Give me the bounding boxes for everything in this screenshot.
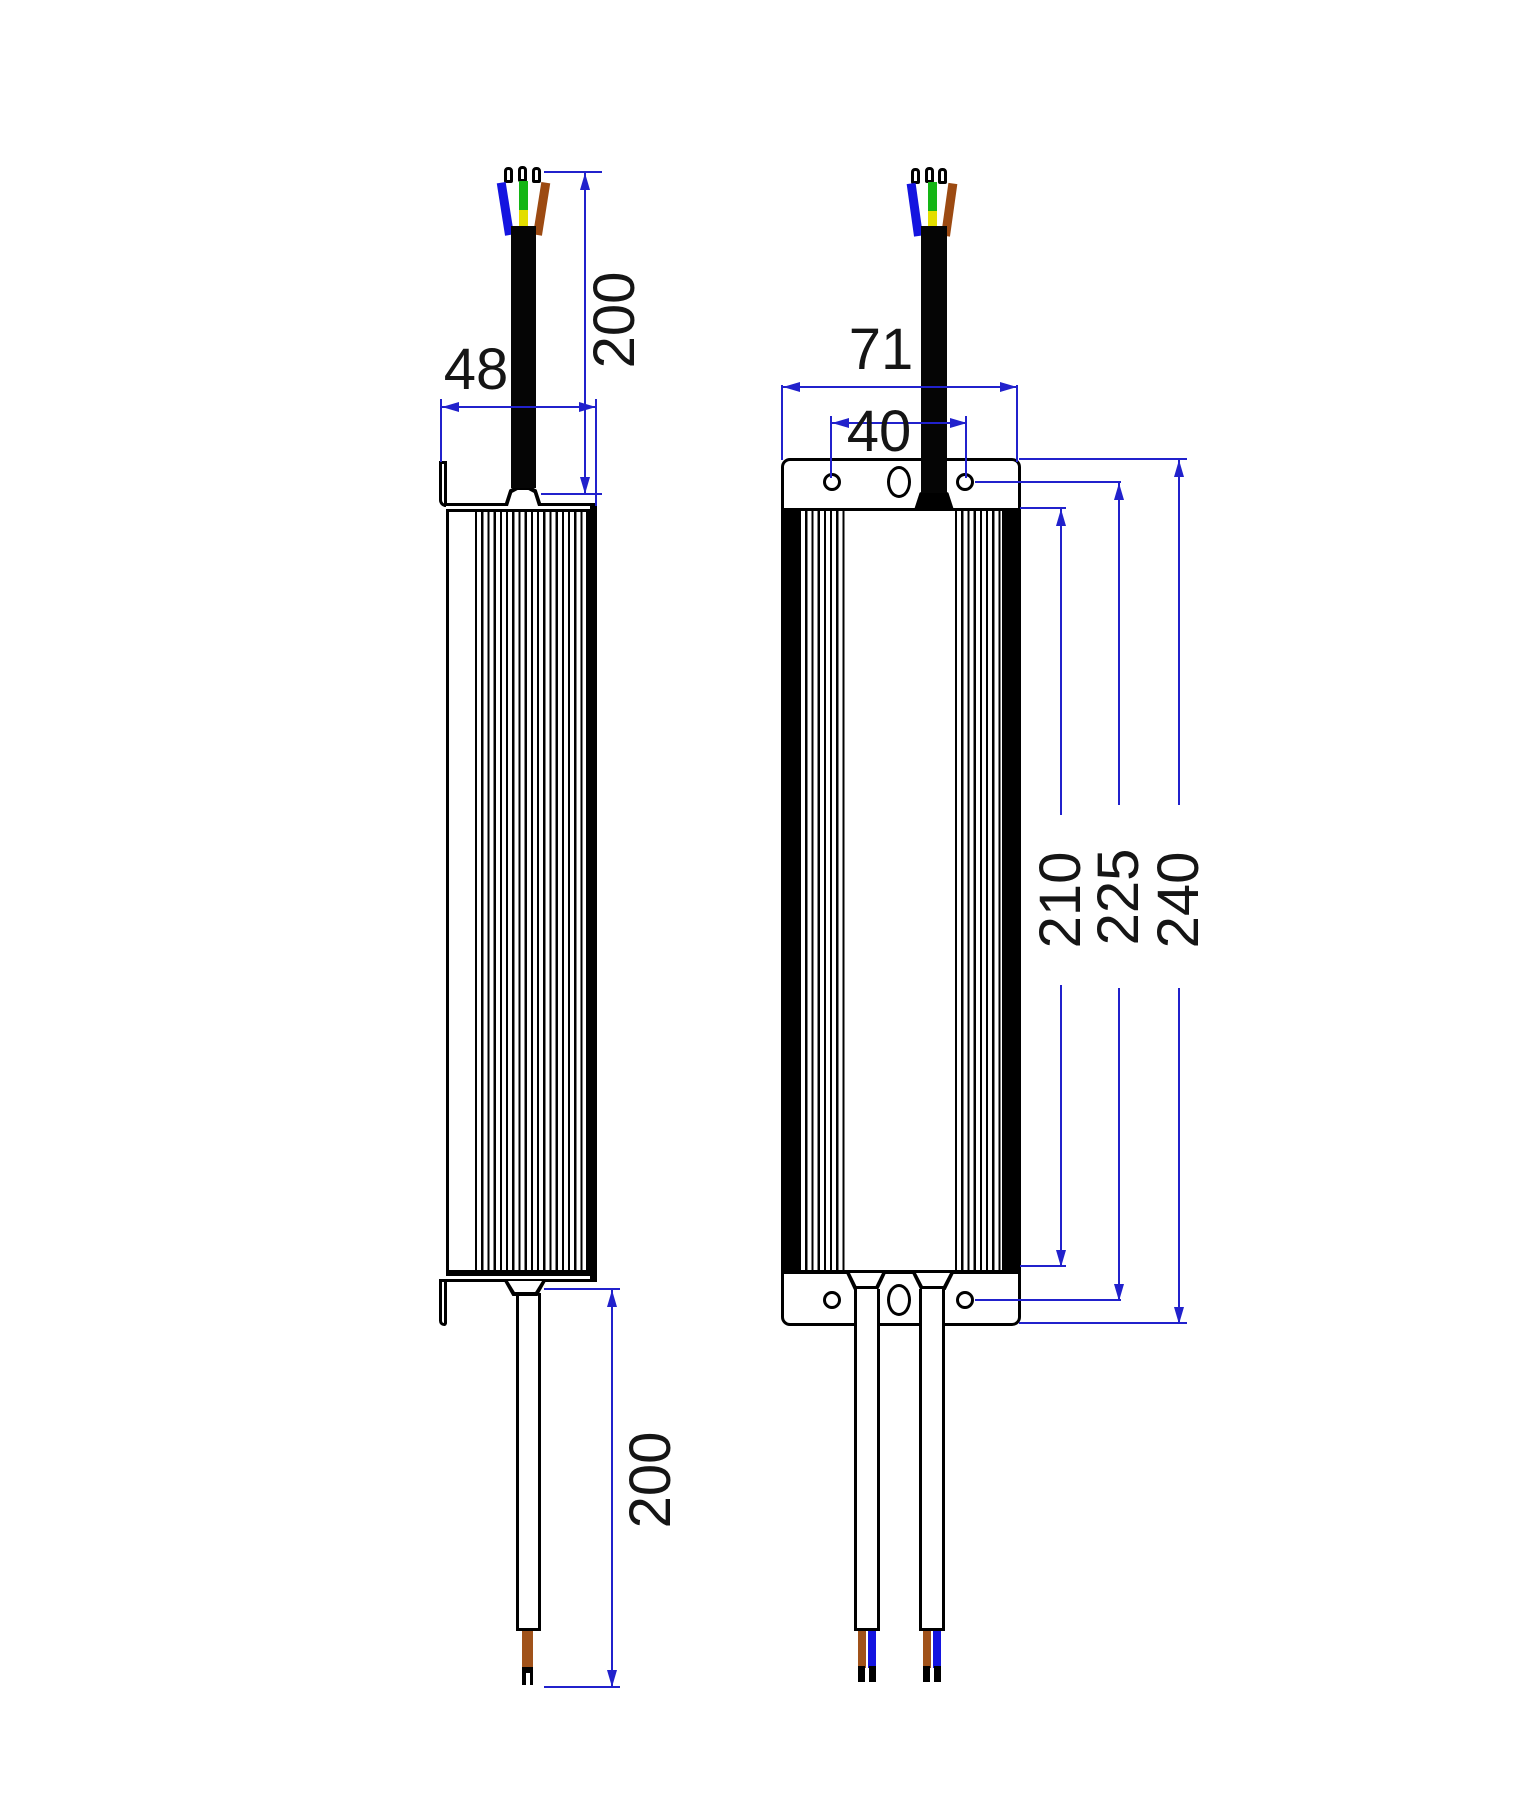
wire-ferrule-tip	[934, 1666, 941, 1682]
output-wire-sheath	[516, 1293, 541, 1631]
output-conductor-brown	[858, 1631, 866, 1668]
output-conductor-brown	[522, 1631, 533, 1669]
wire-ferrule-tip	[911, 168, 920, 184]
dim-200-top-label: 200	[582, 271, 647, 369]
heatsink-fins	[799, 511, 846, 1270]
heatsink-body-front	[781, 511, 1021, 1273]
dim-225-label: 225	[1086, 848, 1151, 946]
wire-earth-green-yellow	[519, 181, 528, 234]
heatsink-fins	[955, 511, 1002, 1270]
wire-ferrule-tip	[938, 168, 947, 184]
heatsink-edge-band	[1002, 511, 1018, 1270]
heatsink-body-side	[446, 512, 597, 1273]
dim-48-label: 48	[443, 337, 509, 402]
dim-40-label: 40	[846, 399, 912, 464]
bracket-lip-top	[439, 461, 447, 507]
mounting-slot-bottom-center	[887, 1284, 911, 1316]
wire-ferrule-tip	[925, 167, 934, 183]
output-conductor-brown	[923, 1631, 931, 1668]
wire-ferrule-tip	[869, 1666, 876, 1682]
cable-gland-top-face	[508, 490, 538, 506]
output-conductor-blue	[868, 1631, 876, 1668]
output-wire-sheath	[919, 1289, 945, 1631]
dim-240-label: 240	[1146, 851, 1211, 949]
wire-ferrule-tip	[532, 167, 541, 183]
cable-gland-top	[914, 489, 954, 510]
heatsink-edge-band	[784, 511, 799, 1270]
dim-210-label: 210	[1028, 851, 1093, 949]
wire-ferrule-tip	[858, 1666, 865, 1682]
wire-ferrule-tip	[518, 166, 527, 182]
heatsink-fins	[475, 512, 586, 1270]
wire-ferrule-tip	[504, 167, 513, 183]
mounting-hole-bottom-right	[956, 1291, 974, 1309]
dim-71-label: 71	[848, 317, 914, 382]
dim-200-bottom-label: 200	[618, 1431, 683, 1529]
wire-earth-green-yellow	[928, 182, 937, 235]
mounting-slot-top-center	[887, 466, 911, 498]
input-cable	[511, 226, 536, 488]
cable-gland-bottom-face	[508, 1281, 542, 1292]
cable-gland-bottom-face	[916, 1273, 950, 1286]
heatsink-edge-band	[586, 512, 594, 1270]
cable-gland-bottom-face	[850, 1273, 882, 1286]
mounting-hole-bottom-left	[823, 1291, 841, 1309]
output-conductor-blue	[933, 1631, 941, 1668]
end-plate-edge-bottom	[446, 1273, 597, 1282]
input-cable	[921, 226, 947, 493]
wire-ferrule-tip	[923, 1666, 930, 1682]
mounting-hole-top-left	[823, 473, 841, 491]
bracket-lip-bottom	[439, 1279, 447, 1326]
wire-ferrule-notch	[526, 1673, 530, 1685]
output-wire-sheath	[854, 1289, 880, 1631]
